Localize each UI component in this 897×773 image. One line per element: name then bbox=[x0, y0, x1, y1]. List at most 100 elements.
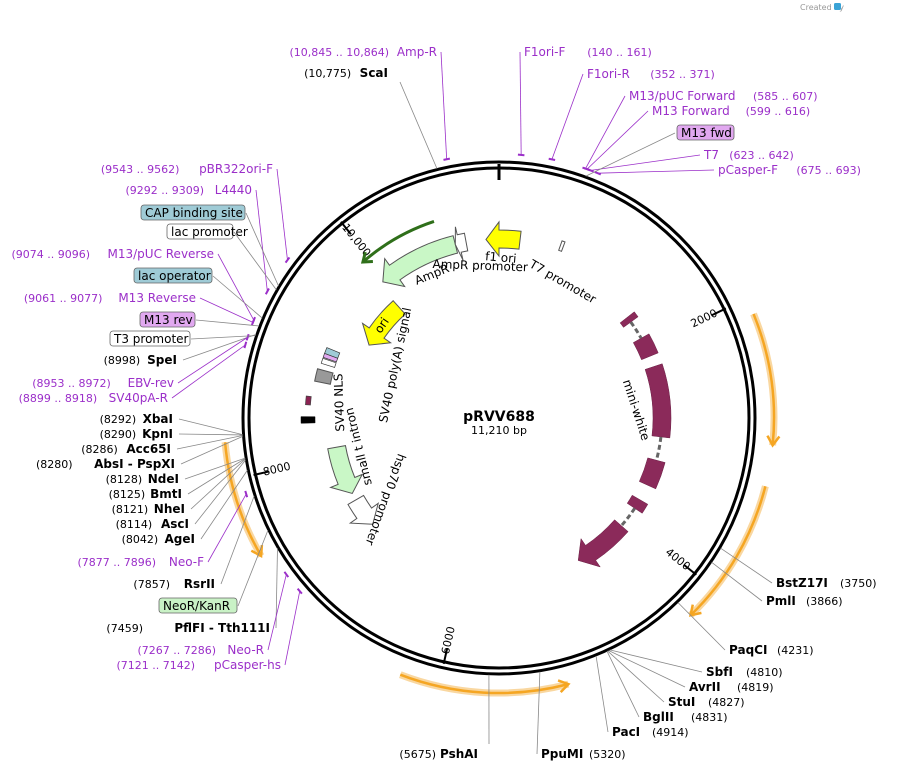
feature-box-m13-rev[interactable]: M13 rev bbox=[139, 311, 196, 328]
feature-label-sv40-nls: SV40 NLS bbox=[331, 373, 347, 432]
tick-mark bbox=[253, 470, 270, 477]
enzyme-ppumi[interactable]: PpuMI bbox=[541, 747, 583, 761]
primer-mark bbox=[283, 571, 290, 578]
neor-kanr-feature bbox=[327, 445, 364, 495]
enzyme-nhei[interactable]: NheI bbox=[154, 502, 185, 516]
enzyme-pmli[interactable]: PmlI bbox=[766, 594, 796, 608]
primer-m13-forward[interactable]: M13 Forward bbox=[652, 104, 730, 118]
mini-white-exon bbox=[632, 333, 659, 361]
primer-leader bbox=[519, 51, 522, 155]
primer-pcasper-hs[interactable]: pCasper-hs bbox=[214, 658, 281, 672]
enzyme-agei[interactable]: AgeI bbox=[165, 532, 195, 546]
primer-neo-f[interactable]: Neo-F bbox=[169, 555, 204, 569]
feature-label-t7-promoter: T7 promoter bbox=[526, 256, 598, 306]
primer-range: (9292 .. 9309) bbox=[125, 184, 204, 197]
enzyme-xbai[interactable]: XbaI bbox=[143, 412, 173, 426]
mini-white-exon bbox=[619, 311, 639, 328]
label-leader bbox=[190, 458, 246, 510]
enzyme-position: (8125) bbox=[109, 488, 146, 501]
primer-range: (599 .. 616) bbox=[746, 105, 811, 118]
primer-sv40pa-r[interactable]: SV40pA-R bbox=[109, 391, 168, 405]
label-leader bbox=[711, 561, 763, 602]
primer-range: (9543 .. 9562) bbox=[101, 163, 180, 176]
ori-feature bbox=[361, 300, 406, 346]
enzyme-absi-pspxi[interactable]: AbsI - PspXI bbox=[94, 457, 175, 471]
primer-m13-reverse[interactable]: M13 Reverse bbox=[118, 291, 196, 305]
label-leader bbox=[182, 334, 257, 361]
enzyme-bmti[interactable]: BmtI bbox=[150, 487, 182, 501]
ampr-promoter-feature bbox=[454, 226, 469, 261]
primer-amp-r[interactable]: Amp-R bbox=[397, 45, 437, 59]
label-leader bbox=[178, 418, 243, 436]
label-leader bbox=[585, 132, 676, 177]
primer-mark bbox=[594, 171, 602, 176]
primer-mark bbox=[264, 288, 270, 295]
primer-pcasper-f[interactable]: pCasper-F bbox=[718, 163, 778, 177]
enzyme-sbfi[interactable]: SbfI bbox=[706, 665, 733, 679]
primer-range: (675 .. 693) bbox=[796, 164, 861, 177]
primer-range: (7121 .. 7142) bbox=[116, 659, 195, 672]
primer-leader bbox=[551, 73, 584, 160]
primer-range: (10,845 .. 10,864) bbox=[289, 46, 389, 59]
enzyme-rsrii[interactable]: RsrII bbox=[184, 577, 215, 591]
feature-box-bg bbox=[139, 311, 196, 328]
ampr-feature bbox=[382, 235, 459, 288]
primer-m13-puc-reverse[interactable]: M13/pUC Reverse bbox=[108, 247, 215, 261]
enzyme-paci[interactable]: PacI bbox=[612, 725, 640, 739]
enzyme-position: (8042) bbox=[122, 533, 159, 546]
sv40-nls-feature bbox=[305, 395, 312, 406]
enzyme-scai[interactable]: ScaI bbox=[360, 66, 388, 80]
feature-box-lac-promoter[interactable]: lac promoter bbox=[166, 223, 248, 240]
primer-pbr322ori-f[interactable]: pBR322ori-F bbox=[199, 162, 273, 176]
feature-box-cap-binding-site[interactable]: CAP binding site bbox=[140, 204, 246, 221]
enzyme-avrii[interactable]: AvrII bbox=[689, 680, 721, 694]
feature-box-bg bbox=[676, 124, 735, 141]
enzyme-stui[interactable]: StuI bbox=[668, 695, 695, 709]
feature-box-neor-kanr[interactable]: NeoR/KanR bbox=[158, 597, 238, 614]
promoter-cluster-block bbox=[322, 352, 339, 363]
orf-arc bbox=[752, 313, 776, 446]
label-leader bbox=[178, 433, 243, 436]
primer-leader bbox=[276, 168, 288, 261]
enzyme-kpni[interactable]: KpnI bbox=[142, 427, 173, 441]
primer-leader bbox=[255, 189, 268, 292]
label-leader bbox=[595, 655, 609, 733]
tick-label: 10,000 bbox=[339, 221, 373, 259]
orf-ampr bbox=[361, 220, 435, 264]
enzyme-position: (8121) bbox=[112, 503, 149, 516]
primer-f1ori-r[interactable]: F1ori-R bbox=[587, 67, 630, 81]
credit-text: Created by bbox=[800, 3, 844, 12]
feature-box-lac-operator[interactable]: lac operator bbox=[133, 267, 213, 284]
enzyme-pshai[interactable]: PshAI bbox=[440, 747, 478, 761]
primer-ebv-rev[interactable]: EBV-rev bbox=[128, 376, 174, 390]
label-leader bbox=[200, 470, 248, 540]
feature-box-m13-fwd[interactable]: M13 fwd bbox=[676, 124, 735, 141]
orf-arc bbox=[399, 673, 569, 695]
enzyme-spei[interactable]: SpeI bbox=[147, 353, 177, 367]
enzyme-bglii[interactable]: BglII bbox=[643, 710, 674, 724]
primer-t7[interactable]: T7 bbox=[703, 148, 719, 162]
primer-neo-r[interactable]: Neo-R bbox=[227, 643, 264, 657]
mini-white-exon bbox=[626, 494, 649, 514]
enzyme-position: (8290) bbox=[100, 428, 137, 441]
primer-m13-puc-forward[interactable]: M13/pUC Forward bbox=[629, 89, 736, 103]
tick-mark bbox=[340, 221, 352, 235]
enzyme-bstz17i[interactable]: BstZ17I bbox=[776, 576, 828, 590]
enzyme-position: (4914) bbox=[652, 726, 689, 739]
promoter-cluster-block bbox=[324, 347, 341, 359]
primer-l4440[interactable]: L4440 bbox=[215, 183, 252, 197]
enzyme-paqci[interactable]: PaqCI bbox=[729, 643, 767, 657]
enzyme-position: (5675) bbox=[399, 748, 436, 761]
primer-leader bbox=[284, 591, 301, 666]
enzyme-pflfi-tth111i[interactable]: PflFI - Tth111I bbox=[174, 621, 270, 635]
feature-box-label: lac operator bbox=[138, 269, 211, 283]
feature-box-label: CAP binding site bbox=[145, 206, 243, 220]
enzyme-position: (4831) bbox=[691, 711, 728, 724]
enzyme-asci[interactable]: AscI bbox=[161, 517, 189, 531]
enzyme-ndei[interactable]: NdeI bbox=[148, 472, 179, 486]
enzyme-acc65i[interactable]: Acc65I bbox=[126, 442, 171, 456]
enzyme-position: (3866) bbox=[806, 595, 843, 608]
feature-box-t3-promoter[interactable]: T3 promoter bbox=[109, 330, 191, 347]
primer-f1ori-f[interactable]: F1ori-F bbox=[524, 45, 565, 59]
